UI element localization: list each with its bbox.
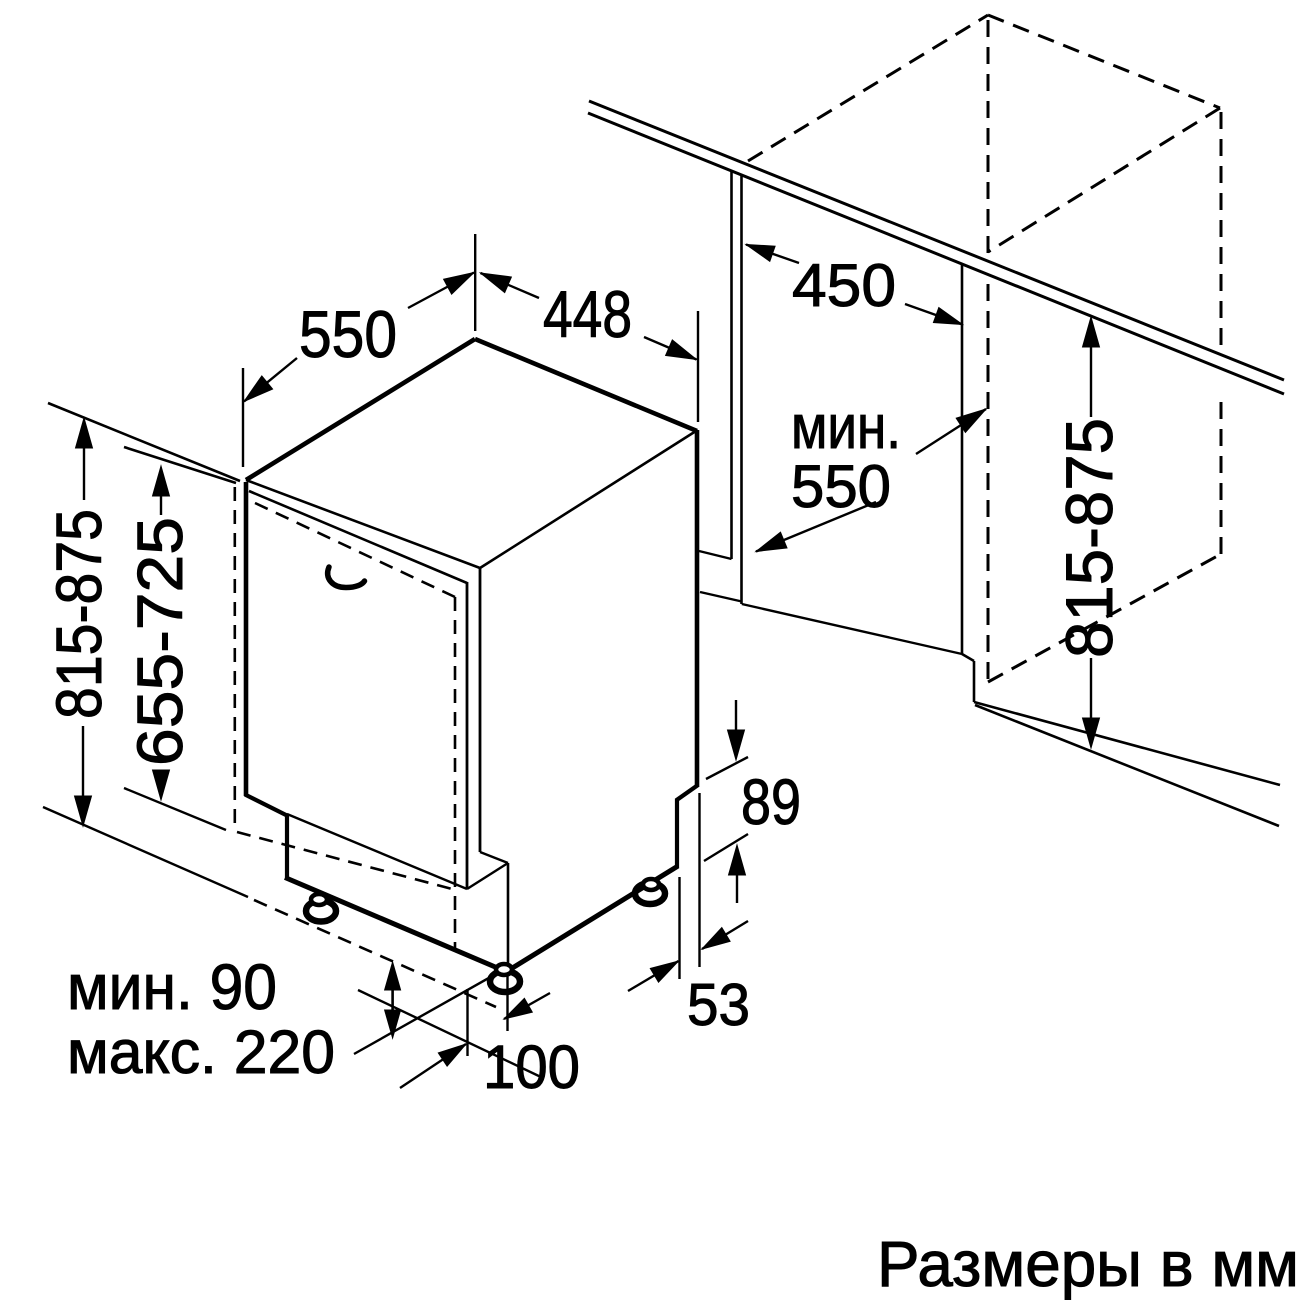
svg-text:655-725: 655-725	[124, 517, 196, 766]
svg-text:815-875: 815-875	[43, 509, 115, 719]
svg-text:450: 450	[792, 252, 896, 319]
svg-text:89: 89	[741, 766, 801, 838]
svg-text:550: 550	[299, 297, 397, 371]
svg-text:53: 53	[687, 972, 750, 1038]
svg-text:мин. 90: мин. 90	[67, 951, 277, 1023]
svg-text:448: 448	[543, 277, 632, 351]
svg-text:550: 550	[791, 453, 891, 520]
svg-text:мин.: мин.	[791, 393, 901, 462]
svg-text:макс. 220: макс. 220	[67, 1018, 335, 1086]
svg-text:815-875: 815-875	[1052, 418, 1126, 658]
svg-text:100: 100	[483, 1033, 580, 1101]
svg-text:Размеры в мм: Размеры в мм	[877, 1228, 1299, 1300]
